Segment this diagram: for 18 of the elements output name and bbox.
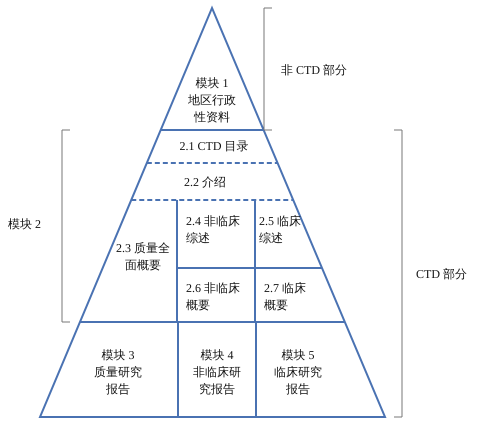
section-label: 2.7 临床概要	[264, 280, 307, 314]
section-label: 临床研究报告	[273, 364, 323, 398]
section-label: 地区行政性资料	[187, 92, 237, 126]
section-label: 2.2 介绍	[183, 174, 227, 191]
section-title: 模块 3	[100, 347, 136, 364]
section-label: 非临床研究报告	[192, 364, 242, 398]
section-title: 模块 1	[194, 75, 230, 92]
section-label: 2.6 非临床概要	[186, 280, 240, 314]
bracket-label: 模块 2	[8, 216, 41, 233]
section-title: 模块 5	[280, 347, 316, 364]
bracket-label: CTD 部分	[416, 266, 467, 283]
section-label: 2.3 质量全面概要	[116, 240, 170, 274]
section-label: 2.1 CTD 目录	[178, 138, 250, 155]
section-title: 模块 4	[200, 347, 234, 364]
section-label: 2.4 非临床综述	[186, 213, 240, 247]
bracket-label: 非 CTD 部分	[281, 62, 347, 79]
section-label: 质量研究报告	[93, 364, 143, 398]
section-label: 2.5 临床综述	[259, 213, 302, 247]
